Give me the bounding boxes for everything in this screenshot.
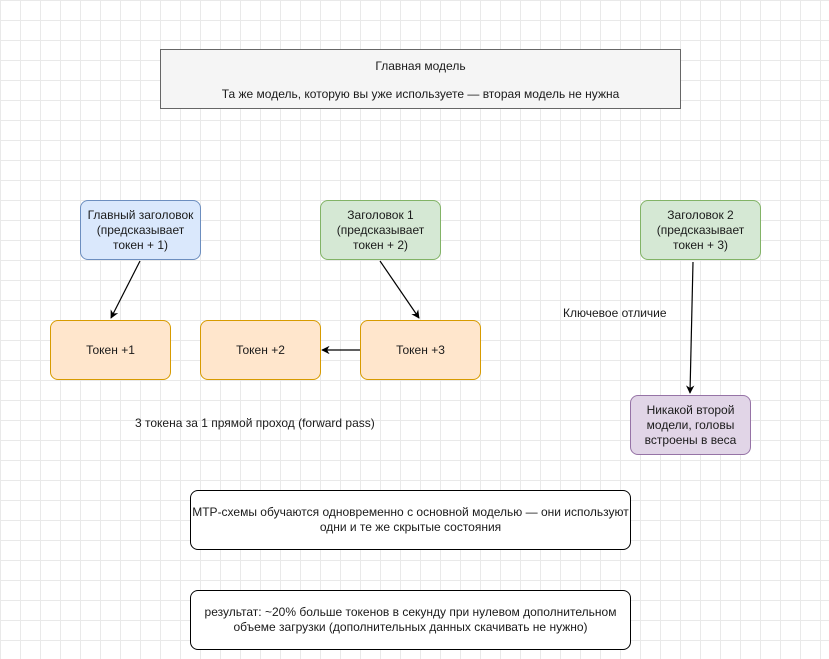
mtp-note-line-2: одни и те же скрытые состояния [319,520,502,534]
key-difference-label: Ключевое отличие [563,306,667,320]
main-head-line-2: (предсказывает [96,222,185,237]
head-2-box: Заголовок 2 (предсказывает токен + 3) [640,200,761,260]
no-second-model-line-3: встроены в веса [644,432,737,447]
head-2-line-1: Заголовок 2 [667,207,734,222]
main-head-box: Главный заголовок (предсказывает токен +… [80,200,201,260]
head-1-line-1: Заголовок 1 [347,207,414,222]
edge-head1-to-token3 [379,260,420,319]
main-model-box: Главная модель Та же модель, которую вы … [160,49,681,109]
result-note-line-2: объеме загрузки (дополнительных данных с… [233,620,588,634]
forward-pass-label: 3 токена за 1 прямой проход (forward pas… [135,416,375,430]
result-note-line-1: результат: ~20% больше токенов в секунду… [204,605,617,619]
head-1-line-2: (предсказывает [336,222,425,237]
head-2-line-2: (предсказывает [656,222,745,237]
no-second-model-line-2: модели, головы [646,417,735,432]
edge-head2-to-no-second-model [685,261,695,394]
token-2-box: Токен +2 [200,320,321,380]
no-second-model-line-1: Никакой второй [646,402,735,417]
result-note-box: результат: ~20% больше токенов в секунду… [190,590,631,650]
token-2-label: Токен +2 [236,342,285,357]
mtp-note-line-1: MTP-схемы обучаются одновременно с основ… [192,505,629,519]
token-1-label: Токен +1 [86,342,135,357]
token-3-label: Токен +3 [396,342,445,357]
main-model-title: Главная модель [375,59,466,73]
head-2-line-3: токен + 3) [672,237,729,252]
token-1-box: Токен +1 [50,320,171,380]
main-model-subtitle: Та же модель, которую вы уже используете… [221,87,620,101]
head-1-line-3: токен + 2) [352,237,409,252]
main-head-line-1: Главный заголовок [87,207,194,222]
main-head-line-3: токен + 1) [112,237,169,252]
no-second-model-box: Никакой второй модели, головы встроены в… [630,395,751,455]
edge-main-head-to-token1 [110,260,141,319]
mtp-note-box: MTP-схемы обучаются одновременно с основ… [190,490,631,550]
token-3-box: Токен +3 [360,320,481,380]
head-1-box: Заголовок 1 (предсказывает токен + 2) [320,200,441,260]
